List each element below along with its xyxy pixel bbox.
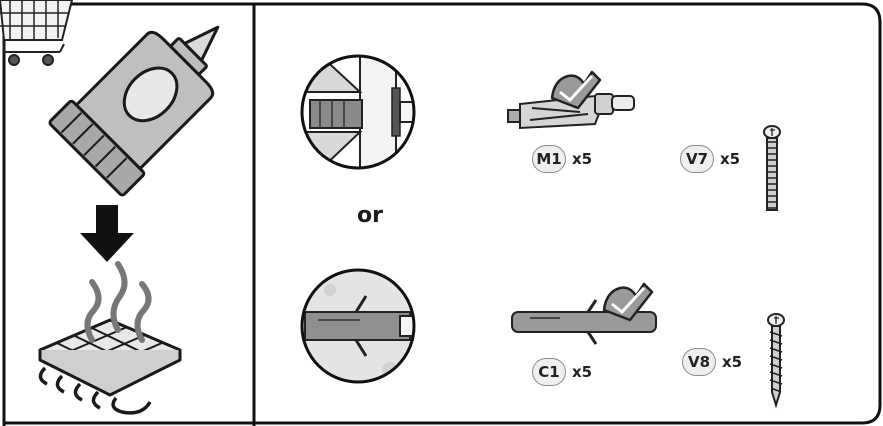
checkmark-icon [550, 70, 602, 110]
part-quantity: x5 [720, 150, 741, 168]
part-label-m1: M1 x5 [532, 143, 592, 175]
screw-v7-icon [763, 125, 781, 211]
part-quantity: x5 [722, 353, 743, 371]
part-quantity: x5 [572, 363, 593, 381]
part-code-badge: V7 [680, 145, 714, 173]
part-code-badge: M1 [532, 145, 566, 173]
or-separator: or [357, 203, 383, 228]
checkmark-icon [602, 282, 654, 322]
shopping-cart-icon [0, 0, 74, 66]
part-quantity: x5 [572, 150, 593, 168]
part-code-badge: V8 [682, 348, 716, 376]
part-label-c1: C1 x5 [532, 356, 592, 388]
part-code-badge: C1 [532, 358, 566, 386]
heated-surface-icon [38, 261, 182, 415]
part-label-v7: V7 x5 [680, 143, 740, 175]
part-label-v8: V8 x5 [682, 346, 742, 378]
hollow-wall-anchor-diagram [300, 54, 416, 170]
screw-v8-icon [767, 313, 785, 409]
masonry-plug-diagram [300, 268, 416, 384]
glue-tube-icon [48, 25, 220, 197]
down-arrow-icon [80, 205, 134, 262]
